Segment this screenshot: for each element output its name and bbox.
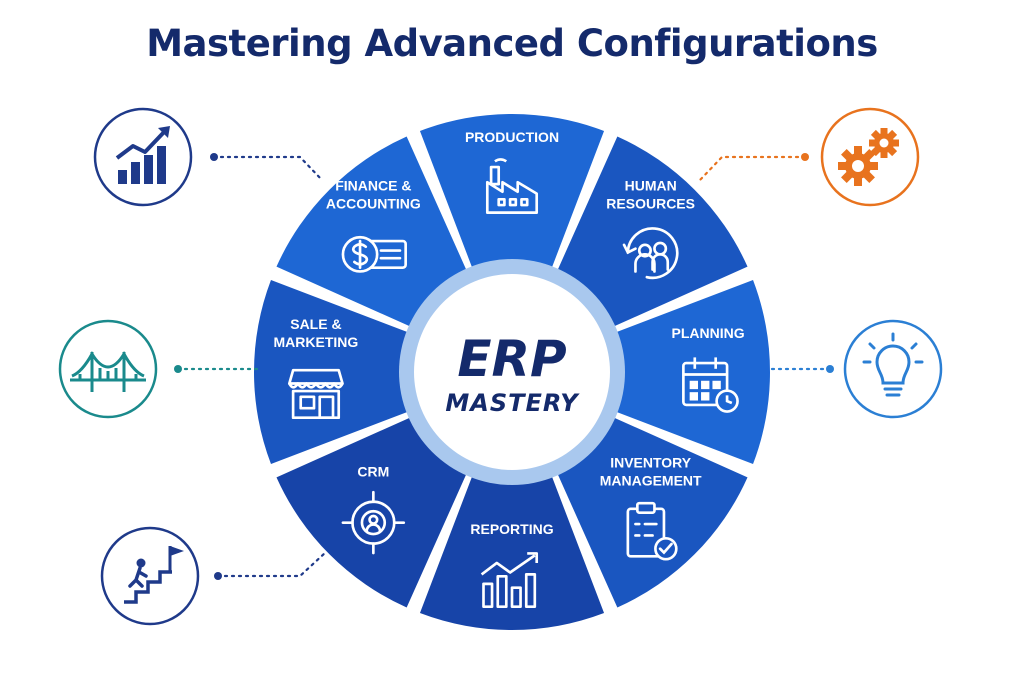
segment-label-line: PLANNING	[672, 325, 745, 341]
segment-reporting	[419, 469, 605, 630]
center-subtitle: MASTERY	[445, 389, 580, 417]
people-cycle-icon	[622, 227, 679, 280]
segment-label-line: FINANCE &	[335, 177, 411, 193]
connector-growth	[212, 155, 324, 182]
segment-planning	[609, 279, 770, 465]
center-hub	[414, 274, 610, 470]
segment-label-line: REPORTING	[470, 521, 553, 537]
segment-label-line: ACCOUNTING	[326, 195, 421, 211]
calendar-clock-icon	[682, 357, 739, 413]
segment-production	[419, 114, 605, 275]
dollar-card-icon	[341, 235, 407, 273]
clipboard-check-icon	[626, 501, 678, 561]
bar-chart-trend-icon	[480, 552, 539, 609]
connector-gears	[698, 155, 807, 182]
segment-label: FINANCE & ACCOUNTING	[326, 177, 421, 211]
factory-icon	[485, 158, 539, 214]
segment-label: HUMAN RESOURCES	[606, 177, 695, 211]
segment-label-line: HUMAN	[625, 177, 677, 193]
center-title: ERP	[457, 330, 566, 388]
segment-label-line: MANAGEMENT	[600, 473, 702, 489]
lightbulb-icon	[843, 319, 943, 419]
segment-label-line: SALE &	[290, 316, 341, 332]
segment-label: SALE & MARKETING	[274, 316, 359, 350]
segment-label: CRM	[357, 464, 389, 480]
segment-label-line: RESOURCES	[606, 195, 695, 211]
segment-label: PLANNING	[672, 325, 745, 341]
segment-label-line: INVENTORY	[610, 455, 692, 471]
connector-stairs	[216, 550, 328, 578]
stairs-goal-icon	[100, 526, 200, 626]
segment-label: REPORTING	[470, 521, 553, 537]
segment-finance-accounting	[276, 136, 470, 330]
segment-label: INVENTORY MANAGEMENT	[600, 455, 702, 489]
growth-chart-icon	[93, 107, 193, 207]
segment-human-resources	[554, 136, 748, 330]
storefront-icon	[287, 368, 344, 420]
target-user-icon	[341, 490, 406, 555]
page-title: Mastering Advanced Configurations	[146, 22, 878, 65]
gears-icon	[820, 107, 920, 207]
bridge-icon	[58, 319, 158, 419]
segment-label-line: CRM	[357, 464, 389, 480]
segment-label-line: MARKETING	[274, 334, 359, 350]
segment-label: PRODUCTION	[465, 129, 559, 145]
segment-label-line: PRODUCTION	[465, 129, 559, 145]
